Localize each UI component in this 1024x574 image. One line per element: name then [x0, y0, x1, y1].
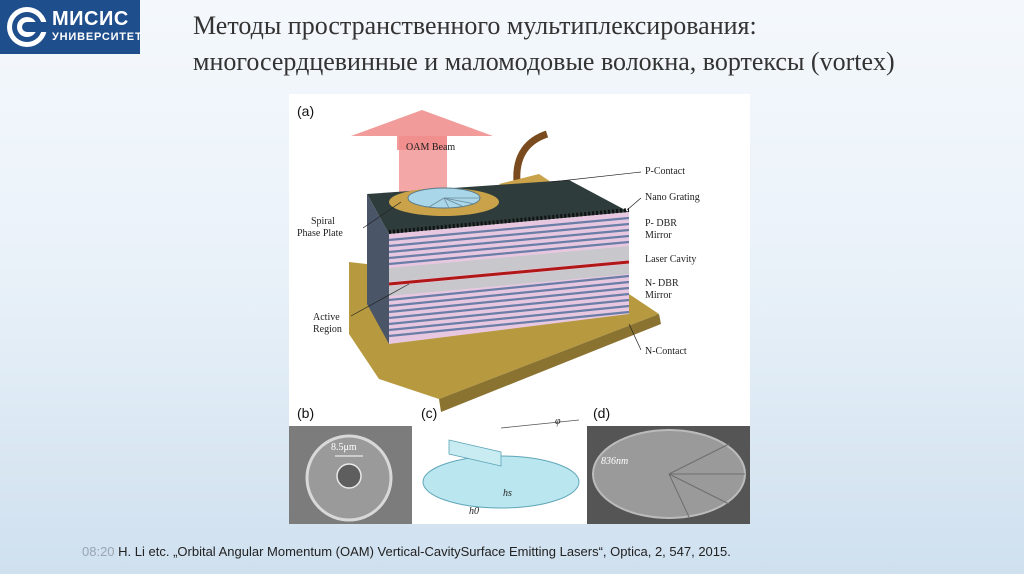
- citation: 08:20 H. Li etc. „Orbital Angular Moment…: [82, 544, 731, 559]
- logo-subtitle: УНИВЕРСИТЕТ: [52, 31, 142, 43]
- panel-c-h0: h0: [469, 506, 479, 517]
- panel-c-phi: φ: [555, 416, 561, 427]
- panel-b-label: (b): [297, 405, 314, 421]
- citation-text: H. Li etc. „Orbital Angular Momentum (OA…: [118, 544, 731, 559]
- slide-title: Методы пространственного мультиплексиров…: [193, 8, 1013, 80]
- title-line-2: многосердцевинные и маломодовые волокна,…: [193, 44, 1013, 80]
- n-dbr-label-2: Mirror: [645, 290, 672, 301]
- panel-c-hs: hs: [503, 488, 512, 499]
- title-line-1: Методы пространственного мультиплексиров…: [193, 8, 1013, 44]
- n-dbr-label-1: N- DBR: [645, 278, 679, 289]
- active-label-1: Active: [313, 312, 340, 323]
- n-contact-label: N-Contact: [645, 346, 687, 357]
- p-dbr-label-2: Mirror: [645, 230, 672, 241]
- logo-name: МИСИС: [52, 8, 129, 31]
- p-contact-label: P-Contact: [645, 166, 685, 177]
- panel-d-label: (d): [593, 405, 610, 421]
- p-dbr-label-1: P- DBR: [645, 218, 677, 229]
- slide-time: 08:20: [82, 544, 115, 559]
- panel-b-aperture: [337, 464, 361, 488]
- university-logo: МИСИС УНИВЕРСИТЕТ: [0, 0, 140, 54]
- panel-c-label: (c): [421, 405, 437, 421]
- vcsel-figure: (a) OAM Beam: [289, 94, 750, 524]
- spiral-label-2: Phase Plate: [297, 228, 343, 239]
- laser-cavity-label: Laser Cavity: [645, 254, 696, 265]
- spiral-label-1: Spiral: [311, 216, 335, 227]
- logo-emblem-icon: [5, 5, 49, 49]
- oam-beam-label: OAM Beam: [406, 142, 455, 153]
- panel-a-label: (a): [297, 103, 314, 119]
- panel-b-size-label: 8.5μm: [331, 442, 357, 453]
- panel-d-size-label: 836nm: [601, 456, 628, 467]
- active-label-2: Region: [313, 324, 342, 335]
- vcsel-diagram: (a) OAM Beam: [289, 94, 750, 524]
- contact-wire: [517, 134, 547, 182]
- nano-grating-label: Nano Grating: [645, 192, 700, 203]
